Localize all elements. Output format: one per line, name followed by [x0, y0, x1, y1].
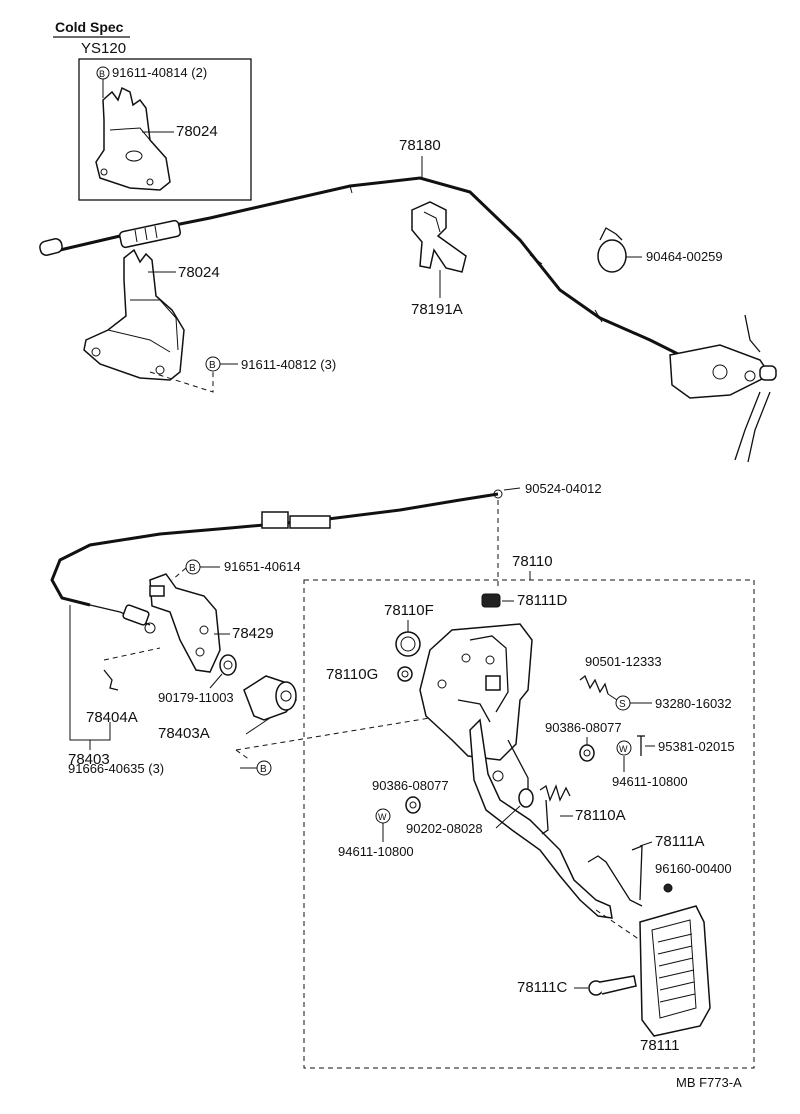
svg-text:B: B [189, 563, 196, 574]
throttle-linkage [669, 314, 777, 463]
cold-spec-box [78, 58, 252, 201]
bolt-marker-91666-40635: B [256, 760, 272, 776]
svg-text:W: W [619, 744, 628, 754]
bolt-95381-02015 [637, 735, 645, 756]
label-78024-inset: 78024 [176, 123, 218, 140]
label-91611-40812: 91611-40812 (3) [241, 357, 336, 372]
nut-90179-11003 [219, 654, 237, 676]
label-78191A: 78191A [411, 301, 463, 318]
label-95381-02015: 95381-02015 [658, 739, 735, 754]
spring-marker-93280-16032: S [615, 695, 631, 711]
bushing-78110G [397, 666, 413, 682]
label-94611-10800-left: 94611-10800 [338, 844, 414, 859]
svg-text:S: S [619, 699, 626, 710]
spring-78110A [539, 784, 571, 835]
label-78403A: 78403A [158, 725, 210, 742]
pin-78404A [103, 669, 119, 691]
label-78110: 78110 [512, 553, 553, 570]
leader [245, 717, 271, 735]
pedal-pad-78111 [639, 905, 711, 1037]
svg-text:B: B [209, 360, 216, 371]
model-label: YS120 [81, 40, 126, 57]
figure-code: MB F773-A [676, 1075, 742, 1090]
nut-90386-08077-right [579, 744, 595, 762]
leader [495, 805, 521, 829]
bracket-78024-inset [95, 86, 171, 191]
label-78110F: 78110F [384, 602, 434, 619]
label-90464-00259: 90464-00259 [646, 249, 723, 264]
label-93280-16032: 93280-16032 [655, 696, 732, 711]
label-90179-11003: 90179-11003 [158, 690, 234, 705]
label-90501-12333: 90501-12333 [585, 654, 662, 669]
leader [639, 841, 653, 847]
clip-78191A [411, 201, 467, 273]
bolt-marker-91611-40814: B [96, 66, 110, 80]
label-78180: 78180 [399, 137, 441, 154]
spring-rod-78111A [587, 845, 643, 907]
bushing-78110F [395, 631, 421, 657]
washer-marker-94611-10800-left: W [375, 808, 391, 824]
dashed-leader [235, 711, 467, 751]
label-78403: 78403 [68, 751, 110, 768]
pin-78111C [588, 975, 637, 996]
clamp-90464-00259 [597, 227, 627, 273]
label-96160-00400: 96160-00400 [655, 861, 732, 876]
nut-96160-00400 [663, 883, 673, 893]
washer-90202-08028 [518, 788, 534, 808]
boot-78403A [243, 675, 297, 721]
cable-78403 [50, 489, 503, 634]
label-90386-08077-left: 90386-08077 [372, 778, 449, 793]
leader [503, 487, 521, 491]
label-90524-04012: 90524-04012 [525, 481, 602, 496]
pedal-bracket [419, 623, 533, 761]
bolt-marker-91651-40614: B [185, 559, 201, 575]
label-78111D: 78111D [517, 592, 567, 609]
washer-marker-94611-10800-right: W [616, 740, 632, 756]
label-78111A: 78111A [655, 833, 705, 850]
svg-text:B: B [260, 764, 267, 775]
label-78429: 78429 [232, 625, 274, 642]
dashed-leader [149, 371, 214, 393]
nut-90386-08077-left [405, 796, 421, 814]
label-78111C: 78111C [517, 979, 567, 996]
bracket-78024-mid [83, 248, 185, 381]
dashed-leader [103, 647, 161, 661]
label-78110A: 78110A [575, 807, 626, 824]
leader [209, 673, 223, 689]
label-91611-40814: 91611-40814 (2) [112, 65, 207, 80]
bracket-78429 [149, 573, 221, 673]
svg-text:B: B [99, 69, 105, 79]
label-78024-mid: 78024 [178, 264, 220, 281]
cold-spec-title: Cold Spec [55, 19, 124, 35]
dashed-leader [171, 567, 187, 581]
label-78404A: 78404A [86, 709, 138, 726]
label-78110G: 78110G [326, 666, 378, 683]
label-90386-08077-right: 90386-08077 [545, 720, 622, 735]
cable-78180 [39, 176, 701, 367]
spring-90501-12333 [579, 674, 609, 695]
cushion-78111D [481, 593, 501, 608]
label-78111: 78111 [640, 1037, 680, 1054]
label-94611-10800-right: 94611-10800 [612, 774, 688, 789]
svg-text:W: W [378, 812, 387, 822]
leader [607, 693, 618, 701]
label-90202-08028: 90202-08028 [406, 821, 483, 836]
assembly-box-78110 [303, 579, 755, 1069]
label-91666-40635: 91666-40635 (3) [68, 761, 164, 776]
label-91651-40614: 91651-40614 [224, 559, 301, 574]
dashed-leader [235, 749, 251, 761]
bolt-marker-91611-40812: B [205, 356, 221, 372]
